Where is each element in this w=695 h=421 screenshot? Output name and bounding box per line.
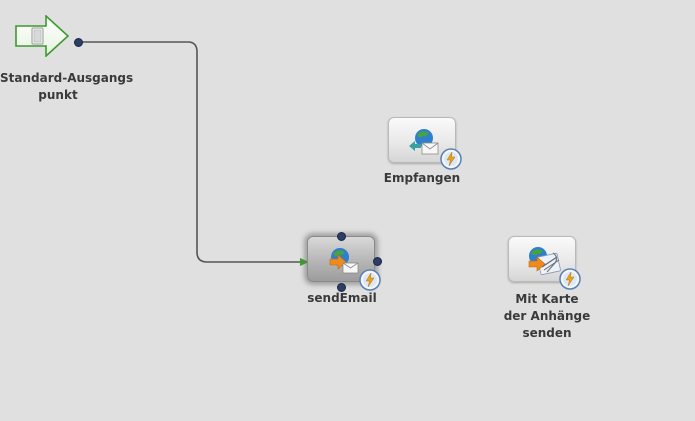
receive-node-tile [388,117,456,163]
receive-node[interactable] [388,117,468,171]
lightning-badge-icon [359,269,381,291]
lightning-badge-icon [559,268,581,290]
send-email-port-bottom[interactable] [337,283,346,292]
receive-mail-icon [409,129,439,155]
send-email-port-right[interactable] [373,257,382,266]
send-attachments-label-line2: der Anhänge [503,309,591,323]
send-attachments-label-line3: senden [522,326,572,340]
start-label-line2: punkt [38,88,78,102]
start-node-label: Standard-Ausgangs punkt [0,70,134,104]
send-email-node-label: sendEmail [307,291,377,305]
lightning-badge-icon [440,148,462,170]
send-email-node[interactable] [307,236,387,292]
start-node[interactable] [14,14,70,58]
start-label-line1: Standard-Ausgangs [0,71,134,85]
send-with-attachments-node[interactable] [508,236,588,292]
send-email-node-tile [307,236,375,282]
exit-point-icon [15,14,70,58]
send-email-port-top[interactable] [337,232,346,241]
receive-node-label: Empfangen [383,171,461,185]
start-output-port[interactable] [74,38,83,47]
send-attachments-icon [528,247,561,276]
send-with-attachments-node-label: Mit Karte der Anhänge senden [492,291,602,342]
send-mail-icon [329,248,359,274]
send-attachments-label-line1: Mit Karte [515,292,579,306]
send-with-attachments-node-tile [508,236,576,282]
